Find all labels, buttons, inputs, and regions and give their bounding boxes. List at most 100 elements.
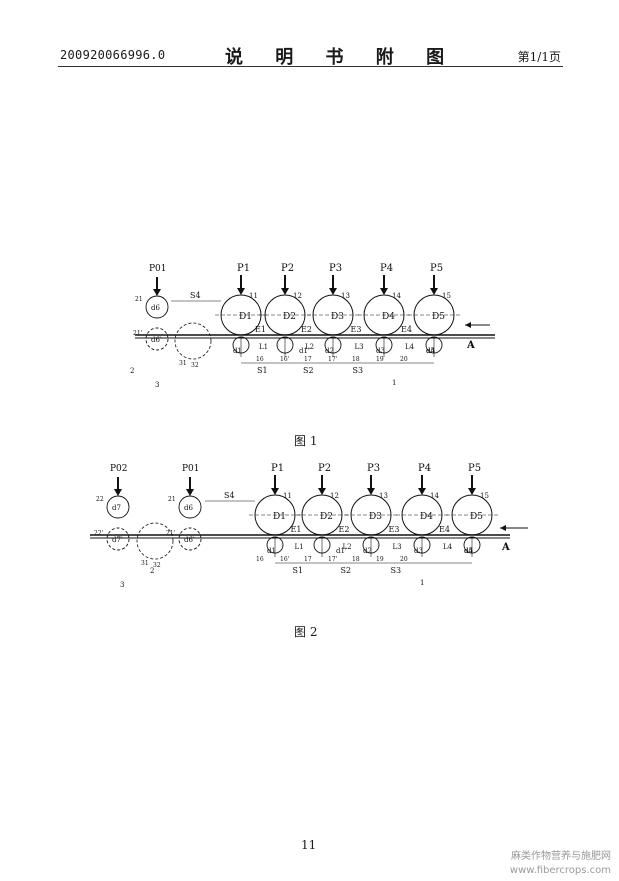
length-label: L4 [443, 543, 453, 551]
length-label: L3 [355, 343, 364, 351]
pressure-label: P1 [271, 463, 284, 474]
pressure-arrow-head [468, 488, 476, 495]
cutter-number: 32 [153, 562, 161, 569]
length-label: L4 [405, 343, 415, 351]
small-roll-label: d1' [336, 547, 347, 555]
part-number: 16 [256, 356, 264, 363]
small-roll-label: d4 [464, 547, 473, 555]
left-roll-lower [178, 527, 202, 551]
reference-1: 1 [392, 379, 396, 387]
roll-number: 15 [480, 492, 489, 500]
arrow-label-A: A [501, 542, 510, 553]
gap-label: E4 [439, 525, 450, 534]
part-number: 18 [352, 556, 360, 563]
header-rule [58, 66, 563, 67]
roll-label: D4 [420, 512, 433, 522]
left-roll-lower [145, 327, 169, 351]
left-roll-number: 21' [133, 330, 143, 337]
rotary-cutter [136, 522, 174, 560]
small-roll-label: d3 [376, 347, 385, 355]
pressure-label: P2 [281, 263, 294, 274]
roll-label: D4 [382, 312, 395, 322]
pressure-label: P5 [430, 263, 443, 274]
pressure-arrow-head [281, 288, 289, 295]
pressure-arrow-head [186, 489, 194, 496]
small-roll-label: d5 [426, 347, 435, 355]
small-roll-label: d1 [233, 347, 242, 355]
left-roll-label: d7' [112, 536, 123, 544]
left-roll-number: 22' [94, 530, 104, 537]
pressure-arrow-head [430, 288, 438, 295]
roll-label: D5 [432, 312, 445, 322]
left-roll-label: d6 [184, 504, 193, 512]
length-label: L2 [305, 343, 314, 351]
left-roll-number: 21 [168, 496, 176, 503]
pressure-arrow-head [329, 288, 337, 295]
left-roll-lower [106, 527, 130, 551]
pressure-label: P5 [468, 463, 481, 474]
roll-number: 14 [392, 292, 401, 300]
page-label: 第1/1页 [517, 50, 561, 64]
roll-label: D3 [369, 512, 382, 522]
spacing-label: S3 [391, 566, 402, 575]
roll-number: 11 [283, 492, 292, 500]
spacing-label: S4 [190, 291, 201, 300]
roll-number: 15 [442, 292, 451, 300]
length-label: L1 [259, 343, 268, 351]
pressure-label: P3 [329, 263, 342, 274]
pressure-label: P02 [110, 464, 128, 474]
length-label: L1 [295, 543, 304, 551]
length-label: L3 [393, 543, 402, 551]
left-roll-number: 21 [135, 296, 143, 303]
left-roll-label: d7 [112, 504, 121, 512]
page-title: 说 明 书 附 图 [225, 47, 458, 68]
small-roll-label: d2 [363, 547, 372, 555]
part-number: 16 [256, 556, 264, 563]
part-number: 19 [376, 356, 384, 363]
roll-number: 14 [430, 492, 439, 500]
roll-number: 13 [379, 492, 388, 500]
small-roll-label: d2 [325, 347, 334, 355]
roll-label: D2 [283, 312, 296, 322]
roll-number: 13 [341, 292, 350, 300]
roll-label: D2 [320, 512, 333, 522]
small-roll-label: d3 [414, 547, 423, 555]
document-number: 200920066996.0 [60, 48, 166, 62]
arrow-label-A: A [466, 340, 475, 351]
roll-label: D5 [470, 512, 483, 522]
cutter-number: 31 [141, 560, 149, 567]
reference-2: 2 [130, 367, 134, 375]
spacing-label: S4 [224, 491, 235, 500]
watermark: 麻类作物营养与施肥网 www.fibercrops.com [510, 850, 611, 878]
roll-number: 11 [249, 292, 258, 300]
pressure-label: P4 [380, 263, 393, 274]
small-roll-label: d1' [299, 347, 310, 355]
roll-label: D3 [331, 312, 344, 322]
figure-1-caption: 图 1 [294, 434, 318, 448]
pressure-arrow-head [271, 488, 279, 495]
cutter-number: 31 [179, 360, 187, 367]
gap-label: E3 [351, 325, 362, 334]
pressure-arrow-head [237, 288, 245, 295]
reference-2: 2 [150, 567, 154, 575]
reference-3: 3 [155, 381, 159, 389]
gap-label: E4 [401, 325, 412, 334]
cutter-number: 32 [191, 362, 199, 369]
spacing-label: S2 [303, 366, 314, 375]
pressure-arrow-head [318, 488, 326, 495]
part-number: 19 [376, 556, 384, 563]
reference-1: 1 [420, 579, 424, 587]
spacing-label: S1 [293, 566, 304, 575]
feed-arrow [500, 525, 528, 531]
part-number: 17' [328, 556, 338, 563]
feed-arrow [465, 322, 490, 328]
gap-label: E1 [255, 325, 266, 334]
part-number: 16' [280, 556, 290, 563]
pressure-label: P4 [418, 463, 431, 474]
small-roll-label: d4 [426, 347, 435, 355]
gap-label: E1 [291, 525, 302, 534]
pressure-label: P3 [367, 463, 380, 474]
rotary-cutter [174, 322, 212, 360]
